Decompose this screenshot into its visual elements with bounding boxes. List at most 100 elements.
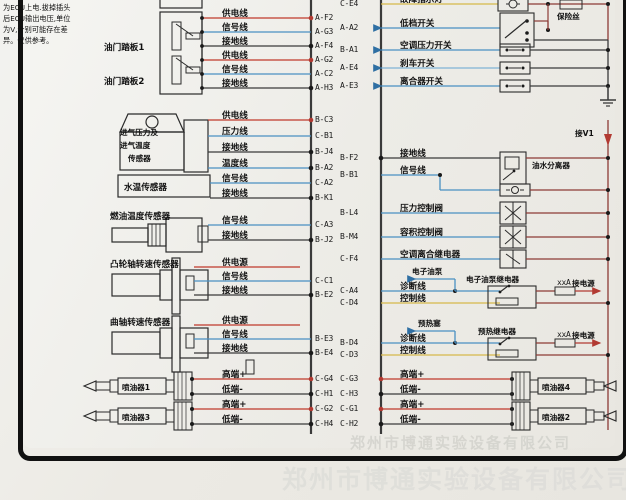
component-label-camshaft-speed-sensor: 凸轮轴转速传感器 xyxy=(110,260,179,270)
component-label-injector-2: 喷油器2 xyxy=(542,413,571,422)
wire-label-ground: 接地线 xyxy=(222,189,248,199)
component-label-injector-4: 喷油器4 xyxy=(542,383,571,392)
component-label-oil-water-separator: 油水分离器 xyxy=(532,161,570,170)
component-label-accelerator-pedal-1: 油门踏板1 xyxy=(104,43,145,53)
wire-label-signal: 信号线 xyxy=(222,174,248,184)
wire-label-signal: 信号线 xyxy=(222,272,248,282)
wire-label-control: 控制线 xyxy=(400,294,426,304)
ecu-pin-code: A-A2 xyxy=(340,23,359,32)
wire-label-power: 供电源 xyxy=(222,316,248,326)
ecu-pin-code: C-C1 xyxy=(315,276,334,285)
component-label-crankshaft-speed-sensor: 曲轴转速传感器 xyxy=(110,318,171,328)
wire-label-signal: 压力控制阀 xyxy=(400,204,443,214)
wire-label-signal: 信号线 xyxy=(400,166,426,176)
watermark-text: 郑州市博通实验设备有限公司 xyxy=(350,434,572,452)
wire-label-signal: 信号线 xyxy=(222,216,248,226)
ecu-pin-code: C-E4 xyxy=(340,0,359,8)
wire-label-ground: 低端- xyxy=(400,415,421,425)
wire-label-ground: 接地线 xyxy=(222,286,248,296)
ecu-pin-code: B-D4 xyxy=(340,338,359,347)
wire-label-signal: 空调离合继电器 xyxy=(400,250,461,260)
wire-label-signal: 空调压力开关 xyxy=(400,41,452,51)
annotation-connect-v1: 接V1 xyxy=(575,129,594,138)
ecu-note-line-2: 为V,个别可能存在差 xyxy=(3,25,68,34)
ecu-pin-code: C-H4 xyxy=(315,419,334,428)
ecu-pin-code: A-F4 xyxy=(315,41,334,50)
annotation-power-source-glow: 接电源 xyxy=(572,331,595,340)
ecu-pin-code: C-A4 xyxy=(340,286,359,295)
ecu-pin-code: B-E2 xyxy=(315,290,334,299)
ecu-pin-code: C-G4 xyxy=(315,374,334,383)
wire-label-signal: 容积控制阀 xyxy=(400,228,443,238)
ecu-pin-code: A-G3 xyxy=(315,27,334,36)
wire-label-power: 供电源 xyxy=(222,258,248,268)
wire-label-power: 供电线 xyxy=(222,9,248,19)
wire-label-signal: 压力线 xyxy=(222,127,248,137)
component-label-fuel-pump-relay: 电子油泵继电器 xyxy=(466,275,520,284)
ecu-pin-code: A-H3 xyxy=(315,83,334,92)
ecu-pin-code: C-D4 xyxy=(340,298,359,307)
wire-label-ground: 接地线 xyxy=(222,143,248,153)
annotation-electronic-fuel-pump: 电子油泵 xyxy=(412,267,443,276)
ecu-pin-code: A-G2 xyxy=(315,55,334,64)
wire-label-ground: 低端- xyxy=(222,415,243,425)
ecu-pin-code: C-A3 xyxy=(315,220,334,229)
wire-label-ground: 接地线 xyxy=(222,79,248,89)
component-label-accelerator-pedal-2: 油门踏板2 xyxy=(104,77,145,87)
ecu-pin-code: B-J4 xyxy=(315,147,334,156)
wire-label-signal: 信号线 xyxy=(222,65,248,75)
wire-label-signal: 刹车开关 xyxy=(400,59,435,69)
wire-label-power: 高端+ xyxy=(222,400,247,410)
ecu-note-line-3: 异。仅供参考。 xyxy=(3,36,54,45)
ecu-pin-code: C-G2 xyxy=(315,404,334,413)
wire-label-power: 供电线 xyxy=(222,111,248,121)
ecu-pin-code: B-E3 xyxy=(315,334,334,343)
ecu-pin-code: A-C2 xyxy=(315,69,334,78)
wire-label-signal: 离合器开关 xyxy=(400,77,443,87)
component-label-fuse: 保险丝 xyxy=(557,12,580,21)
ecu-pin-code: C-D3 xyxy=(340,350,359,359)
component-label-map-sensor-line-0: 进气压力及 xyxy=(120,128,158,137)
watermark-text: 郑州市博通实验设备有限公司 xyxy=(282,465,626,494)
wire-label-signal: 诊断线 xyxy=(400,282,426,292)
wire-label-power: 供电线 xyxy=(222,51,248,61)
fuse-rating-glow: xxA xyxy=(557,330,571,339)
wire-label-ground: 低端- xyxy=(400,385,421,395)
component-label-injector-1: 喷油器1 xyxy=(122,383,151,392)
fuse-rating-pump: xxA xyxy=(557,278,571,287)
wire-label-signal: 低档开关 xyxy=(400,19,435,29)
wire-label-signal: 诊断线 xyxy=(400,334,426,344)
ecu-note-line-0: 为ECU上电.拔掉插头 xyxy=(3,3,71,12)
wire-label-power: 高端+ xyxy=(400,370,425,380)
wire-label-ground: 接地线 xyxy=(222,344,248,354)
wire-label-power: 高端+ xyxy=(400,400,425,410)
ecu-pin-code: C-H1 xyxy=(315,389,334,398)
ecu-pin-code: A-E3 xyxy=(340,81,359,90)
ecu-pin-code: C-A2 xyxy=(315,178,334,187)
ecu-pin-code: B-K1 xyxy=(315,193,334,202)
ecu-pin-code: C-B1 xyxy=(315,131,334,140)
component-label-water-temp-sensor: 水温传感器 xyxy=(124,183,167,193)
wire-label-power: 高端+ xyxy=(222,370,247,380)
wire-label-signal: 信号线 xyxy=(222,23,248,33)
wire-label-control: 控制线 xyxy=(400,346,426,356)
component-label-injector-3: 喷油器3 xyxy=(122,413,151,422)
ecu-pin-code: C-G1 xyxy=(340,404,359,413)
ecu-pin-code: B-B1 xyxy=(340,170,359,179)
wire-label-signal: 信号线 xyxy=(222,330,248,340)
ecu-pin-code: C-H2 xyxy=(340,419,359,428)
ecu-pin-code: C-H3 xyxy=(340,389,359,398)
wire-label-ground: 接地线 xyxy=(222,231,248,241)
ecu-pin-code: B-A2 xyxy=(315,163,334,172)
component-label-map-sensor-line-1: 进气温度 xyxy=(120,141,151,150)
annotation-glow-plug: 预热塞 xyxy=(418,319,441,328)
ecu-pin-code: B-J2 xyxy=(315,235,334,244)
ecu-pin-code: A-E4 xyxy=(340,63,359,72)
wire-label-ground: 低端- xyxy=(222,385,243,395)
ecu-pin-code: B-M4 xyxy=(340,232,359,241)
wire-label-ground: 接地线 xyxy=(400,149,426,159)
ecu-pin-code: B-C3 xyxy=(315,115,334,124)
ecu-pin-code: C-F4 xyxy=(340,254,359,263)
